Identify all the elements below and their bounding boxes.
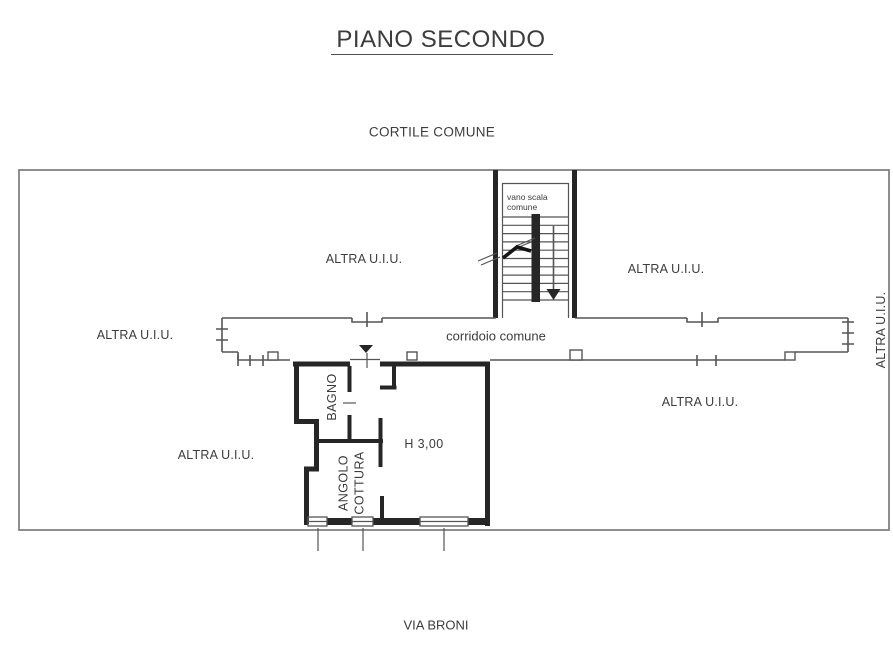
vano-scala-line1: vano scala <box>507 192 548 202</box>
building-outline <box>18 169 890 531</box>
apartment-unit <box>293 345 490 551</box>
pilaster <box>569 349 583 361</box>
angolo-line2: COTTURA <box>352 451 366 515</box>
corridor-right-door <box>842 318 854 352</box>
label-via-broni: VIA BRONI <box>403 617 469 633</box>
label-vano-scala: vano scala comune <box>507 192 548 212</box>
entrance-arrow-icon <box>359 345 373 353</box>
corridor-top-door-ticks <box>366 312 703 327</box>
label-altra-uiu-top-left: ALTRA U.I.U. <box>325 252 403 266</box>
vano-scala-line2: comune <box>507 201 538 212</box>
label-bagno: BAGNO <box>325 373 339 421</box>
interior-walls <box>317 364 397 522</box>
label-corridoio-comune: corridoio comune <box>446 328 546 344</box>
label-altra-uiu-left: ALTRA U.I.U. <box>96 328 174 342</box>
stairwell-walls <box>493 170 577 318</box>
label-room-height: H 3,00 <box>404 437 444 451</box>
stairwell <box>477 170 577 318</box>
angolo-line1: ANGOLO <box>336 455 351 511</box>
corridor-walls <box>216 312 854 366</box>
label-altra-uiu-top-right: ALTRA U.I.U. <box>627 262 705 276</box>
stairs-up-mark-icon <box>501 245 532 260</box>
corridor-bottom-wall <box>222 351 848 361</box>
title-underline <box>331 54 553 55</box>
pilaster <box>784 351 796 361</box>
stair-break-lines <box>477 237 536 266</box>
page-title: PIANO SECONDO <box>336 26 546 53</box>
label-cortile-comune: CORTILE COMUNE <box>368 124 496 140</box>
label-angolo-cottura: ANGOLO COTTURA <box>337 451 368 514</box>
window-leader-lines <box>317 528 445 551</box>
corridor-top-wall <box>222 317 848 323</box>
corridor-bottom-door-ticks <box>237 355 717 366</box>
entrance-screen-wall <box>380 364 397 390</box>
corridor-left-door <box>216 318 228 352</box>
pilaster <box>267 351 279 361</box>
label-altra-uiu-bottom-left: ALTRA U.I.U. <box>177 448 255 462</box>
label-altra-uiu-right: ALTRA U.I.U. <box>874 291 888 369</box>
stairs-down-arrow-icon <box>546 289 561 300</box>
apartment-entrance-opening <box>350 353 380 368</box>
windows <box>307 516 469 551</box>
stair-stringer <box>531 214 540 302</box>
label-altra-uiu-bottom-right: ALTRA U.I.U. <box>661 395 739 409</box>
pilaster <box>406 351 418 361</box>
apartment-left-wall <box>294 361 319 524</box>
